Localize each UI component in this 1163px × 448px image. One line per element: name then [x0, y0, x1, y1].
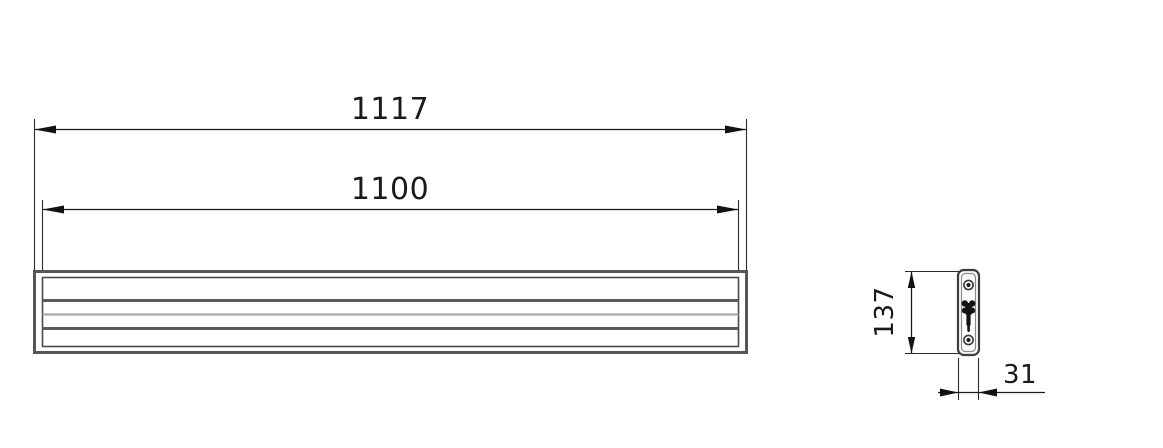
dimension-31: 31 [938, 360, 1045, 397]
arrowhead-right-1100 [717, 205, 739, 214]
front-elevation-view: 1117 1100 [33, 92, 748, 354]
arrowhead-left-1117 [34, 125, 56, 134]
dimension-label-1100: 1100 [351, 172, 429, 207]
arrowhead-left-1100 [42, 205, 64, 214]
bracket-plate-inner-edge [960, 272, 977, 353]
arrowhead-bottom-137 [907, 337, 916, 354]
rail-body-inner-frame [41, 276, 740, 348]
dimension-137: 137 [870, 271, 916, 354]
screw-hole-top-icon [963, 279, 974, 291]
dimension-1117: 1117 [34, 92, 747, 134]
dimension-1100: 1100 [42, 172, 739, 214]
dimension-label-1117: 1117 [351, 92, 429, 127]
dimension-label-31: 31 [1003, 360, 1037, 390]
arrowhead-right-1117 [725, 125, 747, 134]
arrowhead-top-137 [907, 271, 916, 288]
screw-hole-bottom-icon [963, 334, 974, 346]
dimension-label-137: 137 [870, 286, 900, 337]
keyhole-slot-icon [961, 300, 976, 332]
arrowhead-right-31 [978, 388, 997, 397]
side-bracket-detail-view: 137 [870, 268, 1045, 400]
arrowhead-left-31 [940, 388, 959, 397]
